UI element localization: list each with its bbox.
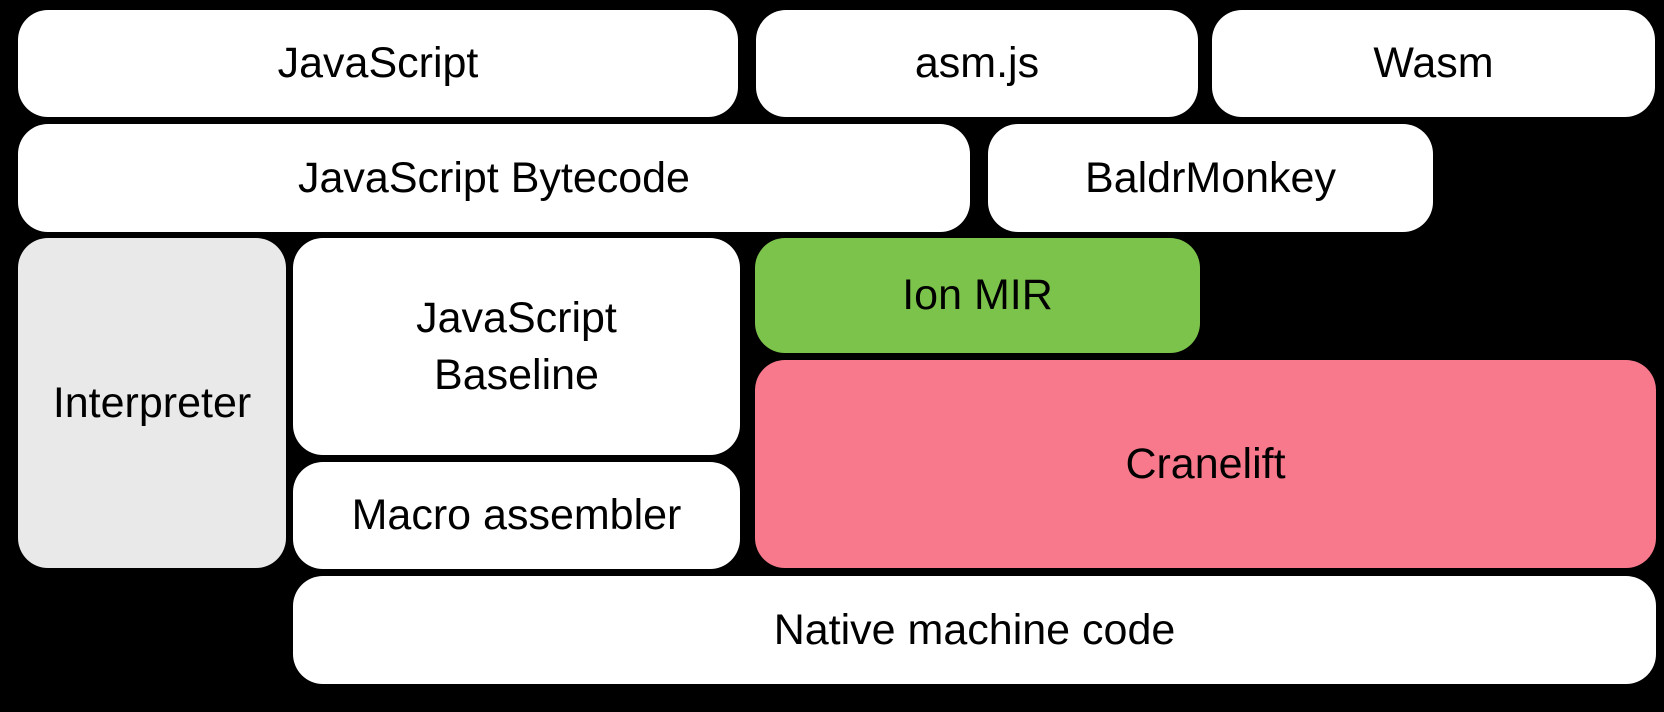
node-cranelift: Cranelift xyxy=(755,360,1656,568)
node-javascript: JavaScript xyxy=(18,10,738,117)
node-javascript-baseline: JavaScript Baseline xyxy=(293,238,740,455)
node-javascript-bytecode: JavaScript Bytecode xyxy=(18,124,970,232)
node-interpreter: Interpreter xyxy=(18,238,286,568)
node-baldrmonkey: BaldrMonkey xyxy=(988,124,1433,232)
node-ion-mir: Ion MIR xyxy=(755,238,1200,353)
node-wasm: Wasm xyxy=(1212,10,1655,117)
node-macro-assembler: Macro assembler xyxy=(293,462,740,569)
node-asmjs: asm.js xyxy=(756,10,1198,117)
node-native-machine-code: Native machine code xyxy=(293,576,1656,684)
